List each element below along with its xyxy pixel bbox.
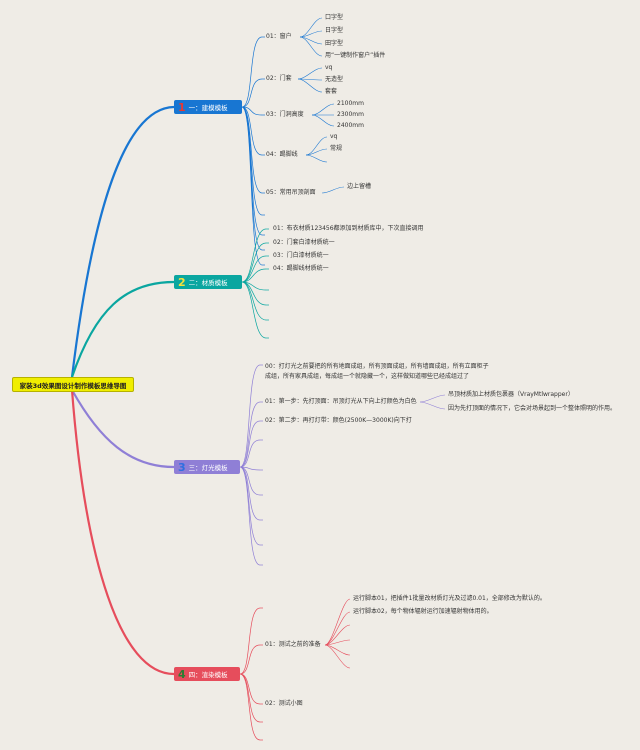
branch-material[interactable]: 2 二：材质模板: [174, 275, 242, 289]
link-root-b3: [71, 389, 175, 469]
link-b2-7: [241, 281, 267, 339]
leaf-plugin[interactable]: 用“一键制作窗户”插件: [325, 52, 386, 59]
link-b2-5: [241, 281, 267, 306]
link-b4-2: [239, 673, 261, 705]
link-b2-3: [241, 268, 267, 283]
branch-label: 三：灯光模板: [188, 464, 228, 472]
link-b1-trim-2: [297, 78, 323, 93]
branch-label: 四：渲染模板: [188, 671, 228, 679]
link-b1-0: [241, 36, 263, 108]
leaf-ri[interactable]: 日字型: [325, 27, 344, 34]
link-b3-step1-0: [419, 394, 446, 403]
badge-1: 1: [178, 100, 186, 114]
node-step2[interactable]: 02：第二步：再打灯带：颜色(2500K—3000K)向下打: [265, 417, 412, 424]
link-b4-4: [239, 673, 261, 741]
link-b1-skirting-2: [305, 154, 328, 163]
node-skirting[interactable]: 04：踢脚线: [266, 151, 298, 158]
branch-render[interactable]: 4 四：渲染模板: [174, 667, 240, 681]
link-b1-height-0: [311, 103, 335, 116]
leaf-tian[interactable]: 田字型: [325, 40, 344, 47]
badge-2: 2: [178, 275, 186, 289]
link-b3-5: [239, 466, 261, 496]
link-b3-0: [239, 364, 261, 468]
node-step1[interactable]: 01：第一步：先打顶面：吊顶灯光从下向上打颜色为白色: [265, 398, 417, 405]
link-b1-1: [241, 78, 263, 108]
leaf-set[interactable]: 套套: [325, 88, 338, 95]
link-b1-8: [241, 106, 263, 266]
node-small-test[interactable]: 02：测试小图: [265, 700, 303, 707]
branch-modeling[interactable]: 1 一：建模模板: [174, 100, 242, 114]
leaf-no-style[interactable]: 无造型: [325, 76, 344, 83]
link-b2-0: [241, 228, 267, 283]
leaf-normal[interactable]: 常规: [330, 145, 343, 152]
node-trim-paint[interactable]: 02：门套白漆材质统一: [273, 239, 335, 246]
leaf-vq[interactable]: vq: [325, 64, 333, 71]
badge-4: 4: [178, 667, 186, 681]
link-b1-skirting-0: [305, 136, 328, 156]
link-b3-7: [239, 466, 261, 546]
link-b3-8: [239, 466, 261, 566]
link-b3-2: [239, 420, 261, 468]
badge-3: 3: [178, 460, 186, 474]
leaf-2400[interactable]: 2400mm: [337, 122, 364, 129]
link-b1-windows-0: [299, 17, 323, 38]
leaf-kou[interactable]: 口字型: [325, 14, 344, 21]
link-b4-0: [239, 607, 261, 675]
link-root-b2: [70, 280, 175, 378]
leaf-groove[interactable]: 边上留槽: [347, 183, 372, 190]
link-b1-3: [241, 106, 263, 156]
link-b4-prep-2: [324, 624, 351, 646]
leaf-script01[interactable]: 运行脚本01，把插件1批量改材质灯光及过滤0.01，全部修改为默认的。: [353, 595, 546, 602]
branch-label: 二：材质模板: [188, 279, 228, 287]
node-grouping[interactable]: 00：打灯光之前要把的所有地面成组，所有顶面成组，所有墙面成组，所有立面柜子成组…: [265, 363, 489, 380]
link-b1-2: [241, 106, 263, 116]
leaf-2300[interactable]: 2300mm: [337, 111, 364, 118]
link-b4-prep-0: [324, 598, 351, 646]
node-door-height[interactable]: 03：门洞高度: [266, 111, 304, 118]
branch-label: 一：建模模板: [188, 104, 228, 112]
link-b3-step1-1: [419, 401, 446, 410]
link-b3-1: [239, 401, 261, 468]
link-b1-skirting-1: [305, 148, 328, 156]
link-b2-1: [241, 242, 267, 283]
node-door-trim[interactable]: 02：门套: [266, 75, 292, 82]
branch-lighting[interactable]: 3 三：灯光模板: [174, 460, 240, 474]
leaf-2100[interactable]: 2100mm: [337, 100, 364, 107]
link-b1-trim-0: [297, 67, 323, 80]
link-b1-windows-1: [299, 30, 323, 38]
link-root-b4: [70, 389, 175, 676]
node-skirting-mat[interactable]: 04：踢脚线材质统一: [273, 265, 329, 272]
node-door-paint[interactable]: 03：门白漆材质统一: [273, 252, 329, 259]
node-prep[interactable]: 01：测试之前的准备: [265, 641, 321, 648]
leaf-vq2[interactable]: vq: [330, 133, 338, 140]
root-topic[interactable]: 家装3d效果图设计制作模板思维导图: [12, 377, 134, 392]
leaf-wrapper[interactable]: 吊顶材质加上材质包裹器（VrayMtlwrapper）: [448, 391, 574, 398]
node-windows[interactable]: 01：窗户: [266, 33, 292, 40]
link-b4-1: [239, 644, 261, 675]
link-b1-windows-3: [299, 36, 323, 57]
leaf-overall[interactable]: 因为先打顶面的情况下，它会对场景起到一个整体照明的作用。: [448, 405, 617, 412]
node-ceiling[interactable]: 05：常用吊顶剖面: [266, 189, 316, 196]
link-b4-prep-3: [324, 639, 351, 646]
link-b3-4: [239, 466, 261, 471]
link-b4-prep-5: [324, 644, 351, 669]
link-b1-ceiling-0: [321, 186, 345, 194]
link-b1-height-2: [311, 114, 335, 127]
link-root-b1: [70, 105, 175, 378]
link-b3-3: [239, 439, 261, 468]
node-fabric[interactable]: 01：布衣材质123456都添加到材质库中，下次直接调用: [273, 225, 424, 232]
link-b4-prep-1: [324, 611, 351, 646]
link-b2-2: [241, 255, 267, 283]
leaf-script02[interactable]: 运行脚本02，每个物体辐射运行加速辐射物体用的。: [353, 608, 493, 615]
